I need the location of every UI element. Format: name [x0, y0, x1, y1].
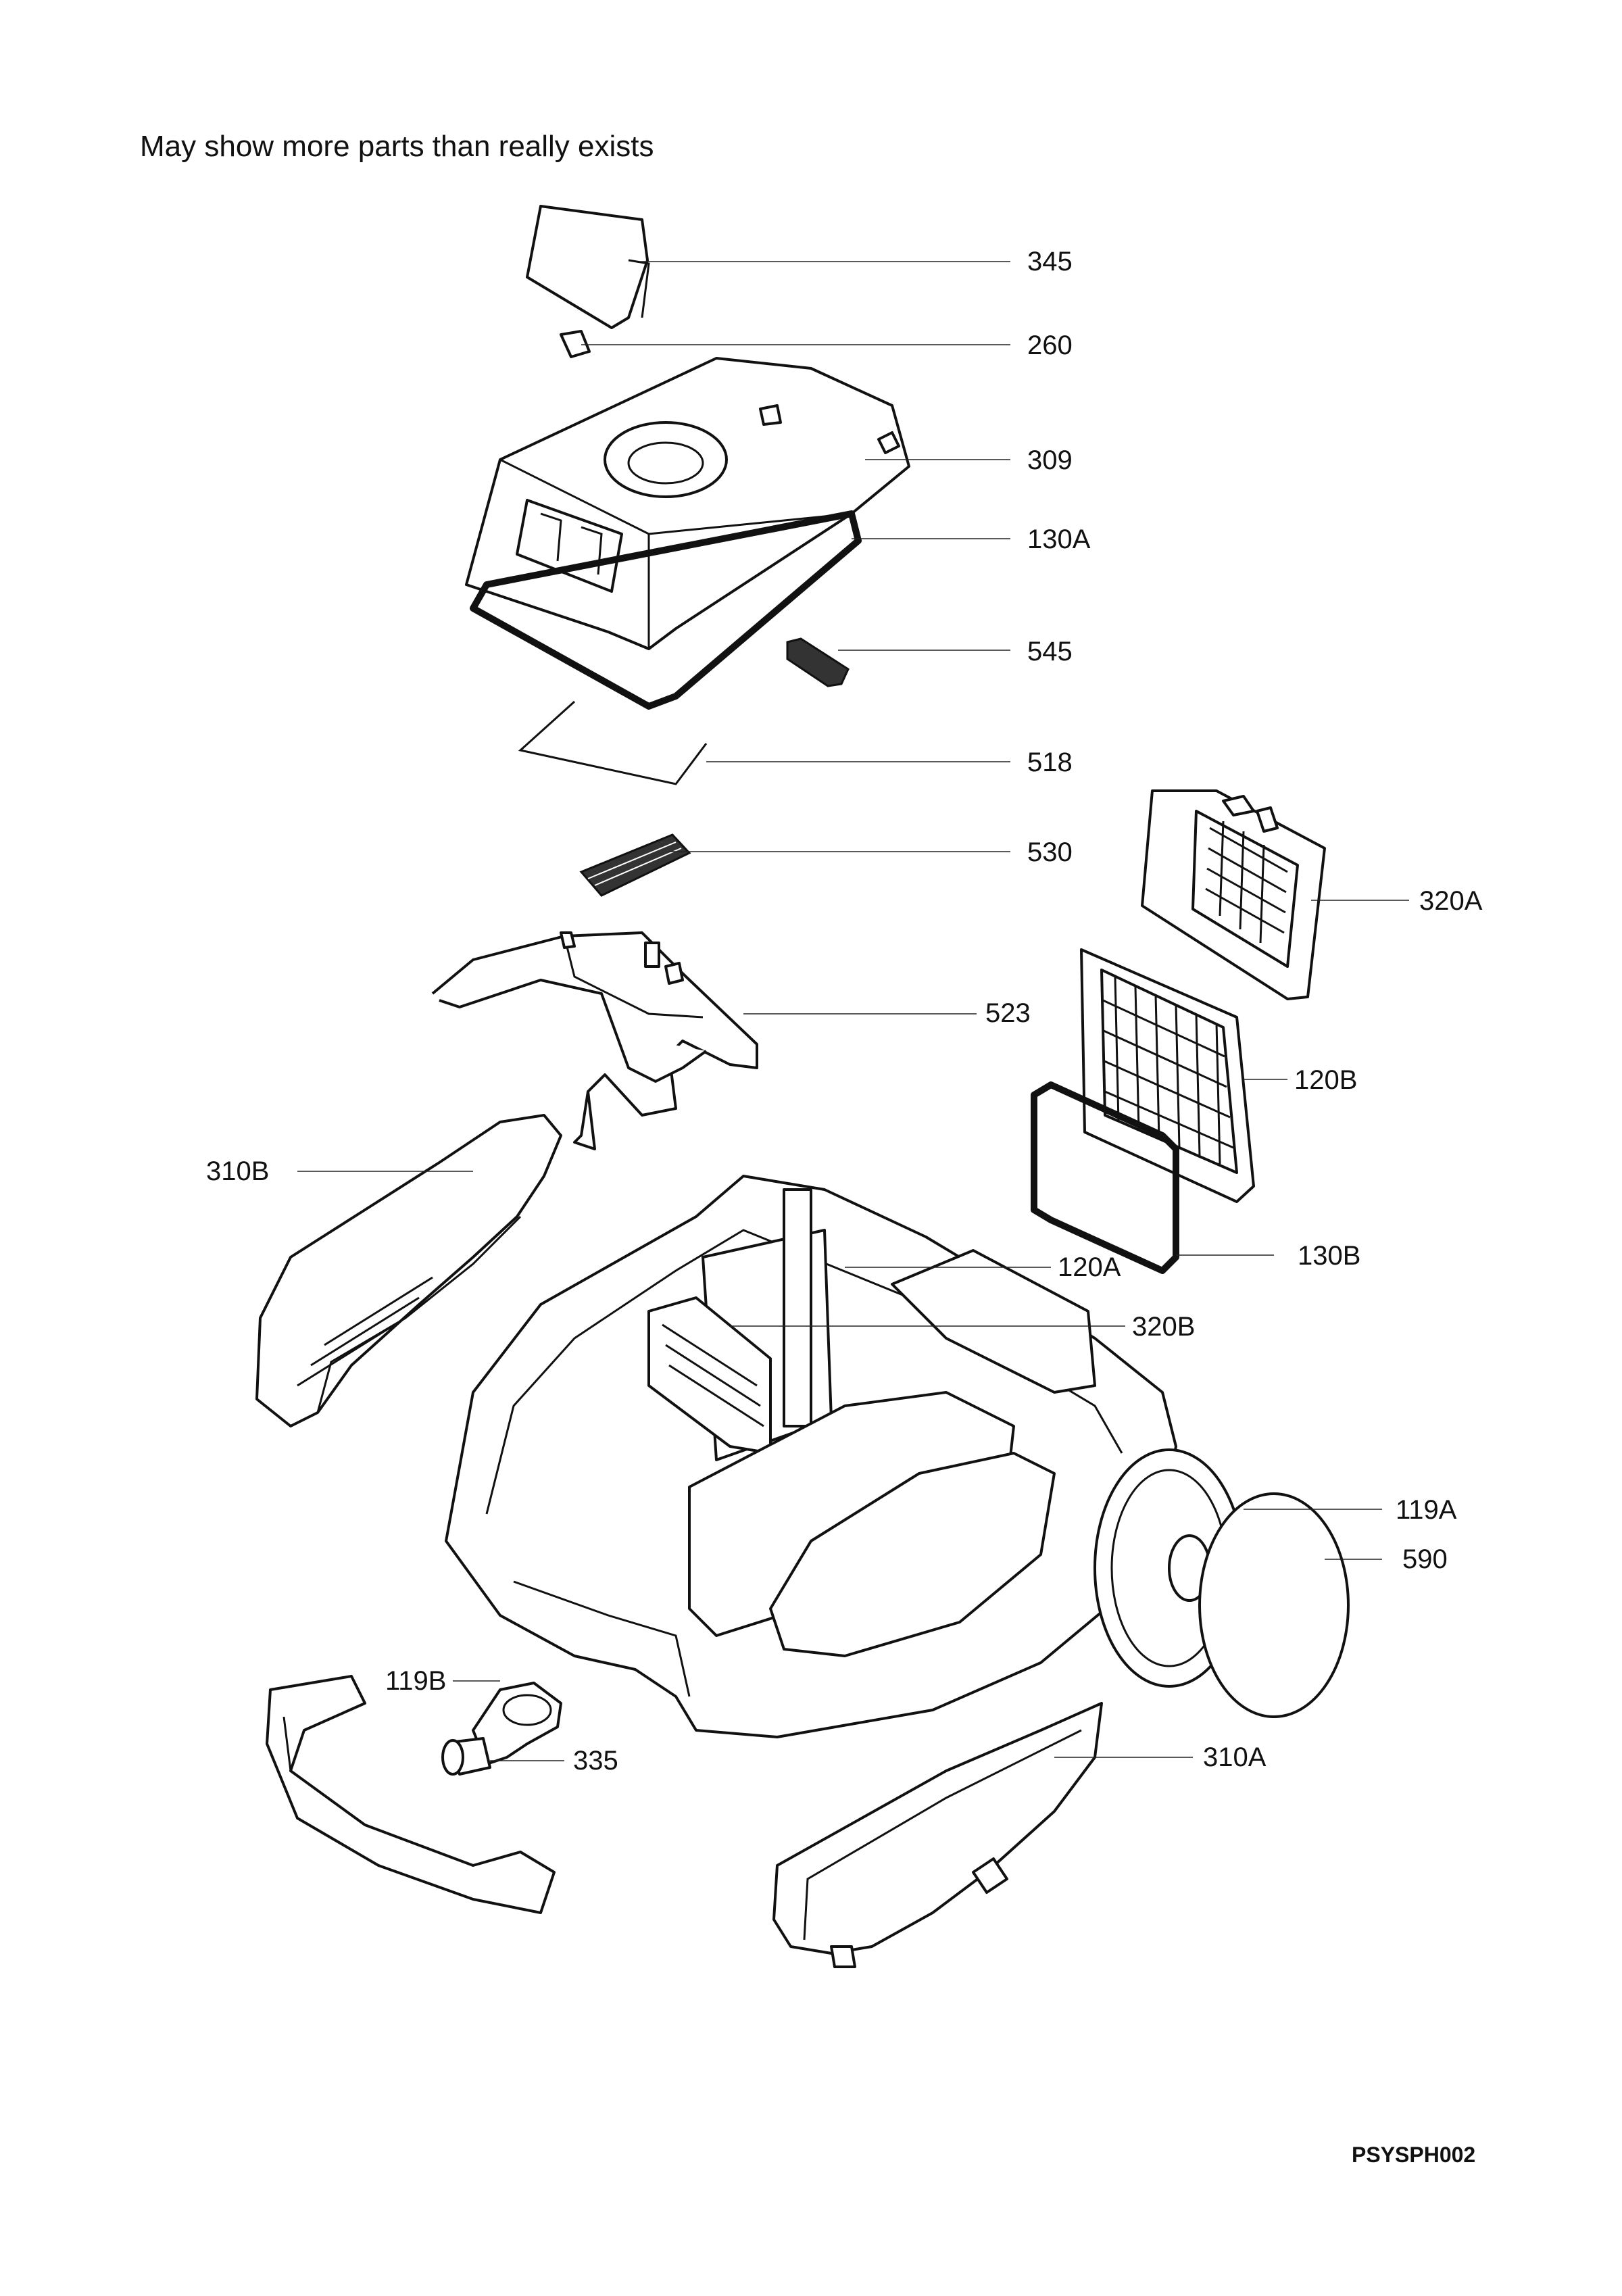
callout-320B: 320B [1132, 1312, 1195, 1342]
callout-130B: 130B [1298, 1241, 1360, 1271]
callout-335: 335 [573, 1746, 618, 1776]
part-545-switch [786, 637, 850, 687]
leader-lines [297, 261, 1409, 1761]
part-518-sheet [518, 700, 708, 785]
part-130A-gasket [470, 510, 862, 710]
callout-119B: 119B [385, 1666, 446, 1696]
callout-523: 523 [985, 998, 1031, 1028]
callout-320A: 320A [1419, 886, 1483, 916]
callout-120B: 120B [1294, 1065, 1357, 1095]
callout-590: 590 [1402, 1544, 1448, 1574]
callout-310B: 310B [206, 1156, 269, 1186]
part-530-strip [579, 833, 691, 897]
disclaimer-note: May show more parts than really exists [140, 130, 654, 163]
callout-260: 260 [1027, 331, 1073, 360]
callout-309: 309 [1027, 445, 1073, 475]
callout-545: 545 [1027, 637, 1073, 666]
part-310B-side-panel [255, 1114, 562, 1427]
part-main-body [445, 1175, 1177, 1738]
part-130B-gasket [1031, 1081, 1179, 1274]
part-345-flap [526, 205, 650, 329]
callout-518: 518 [1027, 748, 1073, 777]
part-335-wheel [441, 1737, 491, 1776]
part-320A-grille [1141, 789, 1326, 1000]
part-523-frame [431, 931, 758, 1150]
callout-530: 530 [1027, 837, 1073, 867]
part-310A-side-panel [772, 1702, 1103, 1968]
callout-130A: 130A [1027, 524, 1091, 554]
drawing-code: PSYSPH002 [1352, 2143, 1476, 2167]
part-handle [266, 1675, 556, 1914]
callout-345: 345 [1027, 247, 1073, 276]
part-119B-small-filter [472, 1682, 562, 1765]
part-120B-filter [1080, 948, 1255, 1203]
callout-310A: 310A [1203, 1742, 1267, 1772]
part-309-lid [465, 357, 910, 650]
part-260-clip [560, 330, 591, 358]
callout-labels: 345 260 309 130A 545 518 530 320A 523 12… [206, 247, 1483, 1776]
part-590-cap [1198, 1492, 1350, 1718]
callout-119A: 119A [1396, 1495, 1457, 1525]
callout-120A: 120A [1058, 1252, 1121, 1282]
